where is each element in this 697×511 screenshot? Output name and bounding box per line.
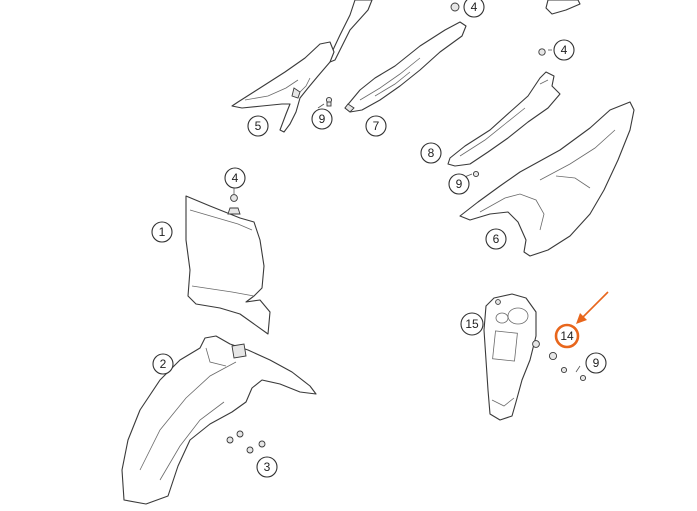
callout-4-top: 4 bbox=[463, 0, 485, 18]
callout-9-middle: 9 bbox=[448, 173, 470, 195]
part-5-side-panel bbox=[231, 41, 335, 133]
callout-label: 6 bbox=[493, 232, 500, 246]
part-upper-right-fragment bbox=[545, 0, 581, 15]
callout-label: 9 bbox=[593, 356, 600, 370]
callout-2: 2 bbox=[152, 353, 174, 375]
part-15-cover bbox=[483, 293, 537, 421]
callout-9-top: 9 bbox=[311, 108, 333, 130]
callout-label: 14 bbox=[560, 329, 574, 343]
callout-14-highlighted: 14 bbox=[554, 323, 580, 349]
callout-4-right: 4 bbox=[553, 39, 575, 61]
hardware-screw-9-middle bbox=[472, 170, 480, 178]
callout-label: 4 bbox=[232, 171, 239, 185]
callout-9-lower: 9 bbox=[585, 352, 607, 374]
callout-label: 9 bbox=[319, 112, 326, 126]
callout-15: 15 bbox=[460, 312, 484, 336]
part-upper-frame-fragment bbox=[329, 0, 373, 63]
callout-7: 7 bbox=[365, 115, 387, 137]
part-1-number-plate bbox=[185, 194, 271, 335]
callout-label: 7 bbox=[373, 119, 380, 133]
part-7-radiator-shroud-inner bbox=[344, 21, 467, 113]
hardware-screws-3 bbox=[226, 430, 266, 454]
callout-6: 6 bbox=[485, 228, 507, 250]
callout-4-left: 4 bbox=[224, 167, 246, 189]
hardware-nut-top bbox=[325, 2, 460, 107]
callout-label: 1 bbox=[159, 225, 166, 239]
hardware-screws-9-lower bbox=[532, 340, 587, 382]
callout-label: 3 bbox=[264, 460, 271, 474]
callout-8: 8 bbox=[420, 142, 442, 164]
part-2-front-fender bbox=[121, 335, 317, 505]
callout-label: 8 bbox=[428, 146, 435, 160]
callout-label: 2 bbox=[160, 357, 167, 371]
part-8-radiator-shroud-inner-right bbox=[447, 48, 561, 167]
callout-3: 3 bbox=[256, 456, 278, 478]
callout-label: 15 bbox=[465, 317, 479, 331]
part-6-radiator-shroud-outer bbox=[459, 101, 635, 257]
callout-5: 5 bbox=[247, 115, 269, 137]
callout-label: 5 bbox=[255, 119, 262, 133]
callout-label: 9 bbox=[456, 177, 463, 191]
callout-1: 1 bbox=[151, 221, 173, 243]
highlight-arrow bbox=[576, 291, 609, 324]
callout-label: 4 bbox=[471, 0, 478, 14]
callout-label: 4 bbox=[561, 43, 568, 57]
